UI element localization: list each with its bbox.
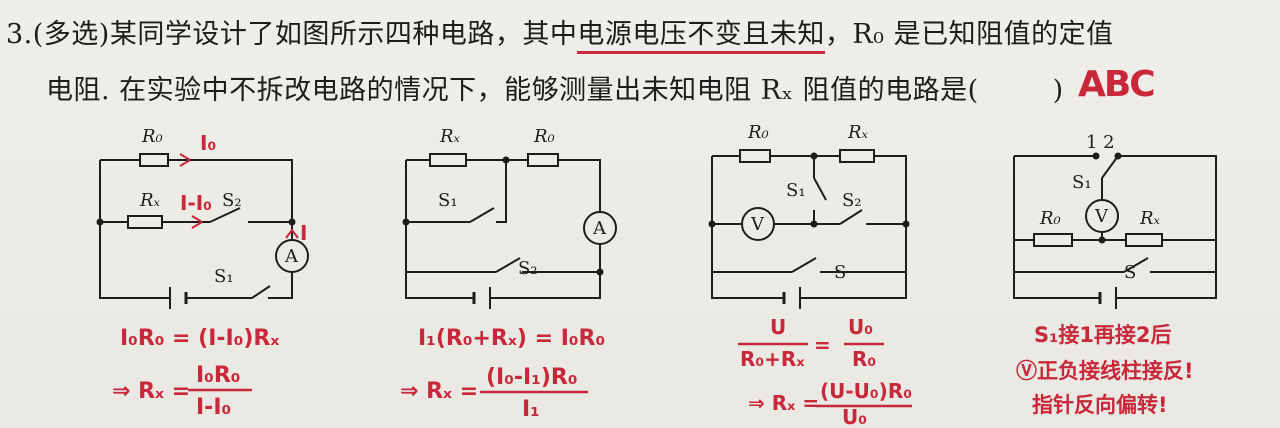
- handwritten-answer: ABC: [1078, 64, 1156, 105]
- note-a-result-num: I₀R₀: [196, 363, 240, 388]
- note-c-eq: =: [814, 333, 831, 357]
- circuit-a: [96, 153, 309, 309]
- label-a-r0: R₀: [141, 126, 163, 147]
- label-a-rx: Rₓ: [139, 190, 161, 211]
- label-b-r0: R₀: [533, 126, 555, 147]
- note-c-f1-num: U: [770, 315, 786, 339]
- label-b-s1: S₁: [438, 190, 458, 211]
- note-c-f2-num: U₀: [848, 315, 873, 339]
- note-c-f2-den: R₀: [852, 347, 876, 371]
- voltmeter: [741, 207, 775, 241]
- note-a-result-den: I-I₀: [196, 395, 231, 420]
- label-d-r0: R₀: [1039, 208, 1061, 229]
- switch-s1: [1101, 155, 1119, 179]
- note-b-result-den: I₁: [522, 397, 540, 422]
- label-b-meter: A: [592, 218, 607, 239]
- note-c-result: ⇒ Rₓ =: [748, 391, 819, 415]
- label-c-s2: S₂: [842, 190, 862, 211]
- question-close-paren: ): [1052, 75, 1064, 106]
- question-number: 3.: [6, 19, 33, 50]
- resistor-rx: [1125, 233, 1163, 247]
- switch-s1: [469, 207, 495, 223]
- switch-s2: [495, 257, 521, 273]
- ammeter: [275, 239, 309, 273]
- label-b-s2: S₂: [518, 258, 538, 279]
- note-c-result-num: (U-U₀)R₀: [820, 379, 912, 403]
- ammeter: [583, 211, 617, 245]
- question-type: (多选): [32, 19, 110, 50]
- label-c-s1: S₁: [786, 180, 806, 201]
- resistor-rx: [839, 149, 875, 163]
- note-d-line-3: 指针反向偏转!: [1032, 393, 1168, 417]
- note-d-line-2: Ⓥ正负接线柱接反!: [1016, 359, 1194, 383]
- label-b-rx: Rₓ: [439, 126, 461, 147]
- switch-s: [791, 257, 817, 273]
- label-d-meter: V: [1094, 206, 1109, 227]
- resistor-rx: [127, 215, 163, 229]
- switch-s2: [209, 207, 241, 223]
- note-b-equation: I₁(R₀+Rₓ) = I₀R₀: [418, 326, 605, 351]
- note-c-f1-den: R₀+Rₓ: [740, 347, 805, 371]
- resistor-r0: [527, 153, 559, 167]
- label-a-s2: S₂: [222, 190, 242, 211]
- note-b-result: ⇒ Rₓ =: [400, 379, 478, 404]
- label-d-s1: S₁: [1072, 172, 1092, 193]
- switch-s: [1123, 257, 1149, 273]
- label-c-s: S: [834, 262, 846, 283]
- note-d-line-1: S₁接1再接2后: [1034, 323, 1172, 347]
- circuit-c: [708, 149, 910, 309]
- resistor-rx: [429, 153, 467, 167]
- label-d-rx: Rₓ: [1139, 208, 1161, 229]
- underlined-condition: 电源电压不变且未知: [577, 19, 825, 54]
- hand-a-i-minus-i0: I-I₀: [180, 191, 212, 215]
- hand-a-i0: I₀: [200, 131, 216, 155]
- label-c-meter: V: [750, 214, 765, 235]
- question-text-2: ，R₀ 是已知阻值的定值: [824, 19, 1114, 50]
- question-text-1: 某同学设计了如图所示四种电路，其中: [109, 19, 578, 50]
- voltmeter: [1085, 199, 1119, 233]
- switch-s2: [839, 209, 863, 225]
- label-d-s: S: [1124, 262, 1136, 283]
- hand-a-i: I: [300, 221, 307, 245]
- resistor-r0: [739, 149, 771, 163]
- label-a-meter: A: [284, 246, 299, 267]
- question-line-2: 电阻. 在实验中不拆改电路的情况下，能够测量出未知电阻 Rₓ 阻值的电路是(): [46, 68, 1064, 107]
- note-c-result-den: U₀: [842, 405, 867, 428]
- resistor-r0: [139, 153, 169, 167]
- label-c-r0: R₀: [747, 122, 769, 143]
- note-b-result-num: (I₀-I₁)R₀: [486, 365, 577, 390]
- label-c-rx: Rₓ: [847, 122, 869, 143]
- note-a-result: ⇒ Rₓ =: [112, 379, 190, 404]
- circuit-b: [402, 153, 617, 309]
- circuit-d: [1013, 152, 1217, 309]
- label-a-s1: S₁: [214, 266, 234, 287]
- note-a-equation: I₀R₀ = (I-I₀)Rₓ: [120, 326, 279, 351]
- resistor-r0: [1033, 233, 1073, 247]
- switch-s1: [813, 177, 827, 201]
- question-text-3: 电阻. 在实验中不拆改电路的情况下，能够测量出未知电阻 Rₓ 阻值的电路是(: [46, 75, 979, 106]
- question-line-1: 3.(多选)某同学设计了如图所示四种电路，其中电源电压不变且未知，R₀ 是已知阻…: [6, 12, 1114, 54]
- switch-s1: [251, 285, 271, 299]
- label-d-positions: 1 2: [1086, 132, 1115, 153]
